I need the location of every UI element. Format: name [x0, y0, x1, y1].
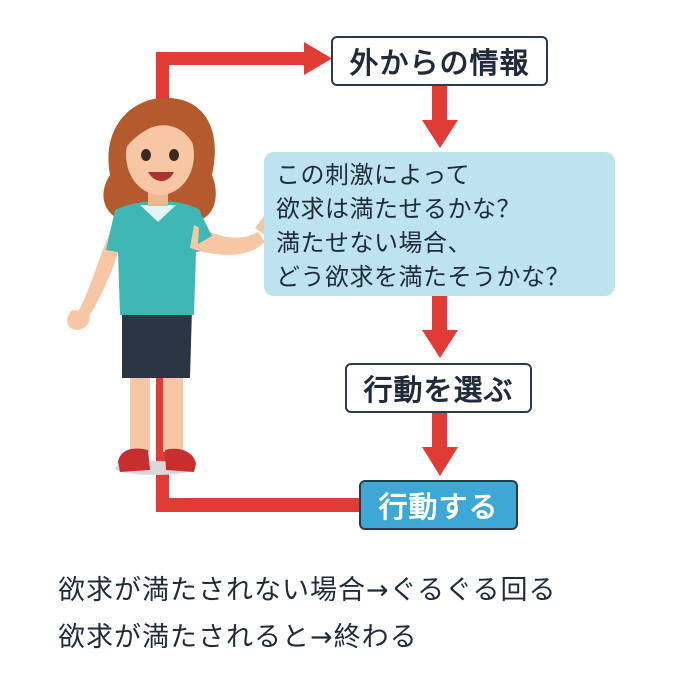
woman-character [67, 97, 278, 475]
choose-action-label: 行動を選ぶ [363, 373, 514, 407]
choose-action-box: 行動を選ぶ [345, 363, 532, 413]
question-box: この刺激によって 欲求は満たせるかな？ 満たせない場合、 どう欲求を満たそうかな… [264, 152, 615, 296]
question-line: 満たせない場合、 [276, 229, 472, 257]
caption-satisfied: 欲求が満たされると→終わる [58, 622, 418, 653]
down-arrow-1 [422, 86, 458, 148]
down-arrow-3 [422, 413, 458, 476]
question-line: 欲求は満たせるかな？ [276, 195, 521, 223]
take-action-label: 行動する [378, 490, 499, 524]
question-line: どう欲求を満たそうかな？ [276, 263, 570, 291]
caption-unsatisfied: 欲求が満たされない場合→ぐるぐる回る [58, 575, 557, 606]
external-info-label: 外からの情報 [349, 46, 530, 80]
down-arrow-2 [422, 296, 458, 358]
question-line: この刺激によって [276, 161, 471, 189]
take-action-box: 行動する [359, 480, 518, 530]
external-info-box: 外からの情報 [331, 36, 548, 86]
